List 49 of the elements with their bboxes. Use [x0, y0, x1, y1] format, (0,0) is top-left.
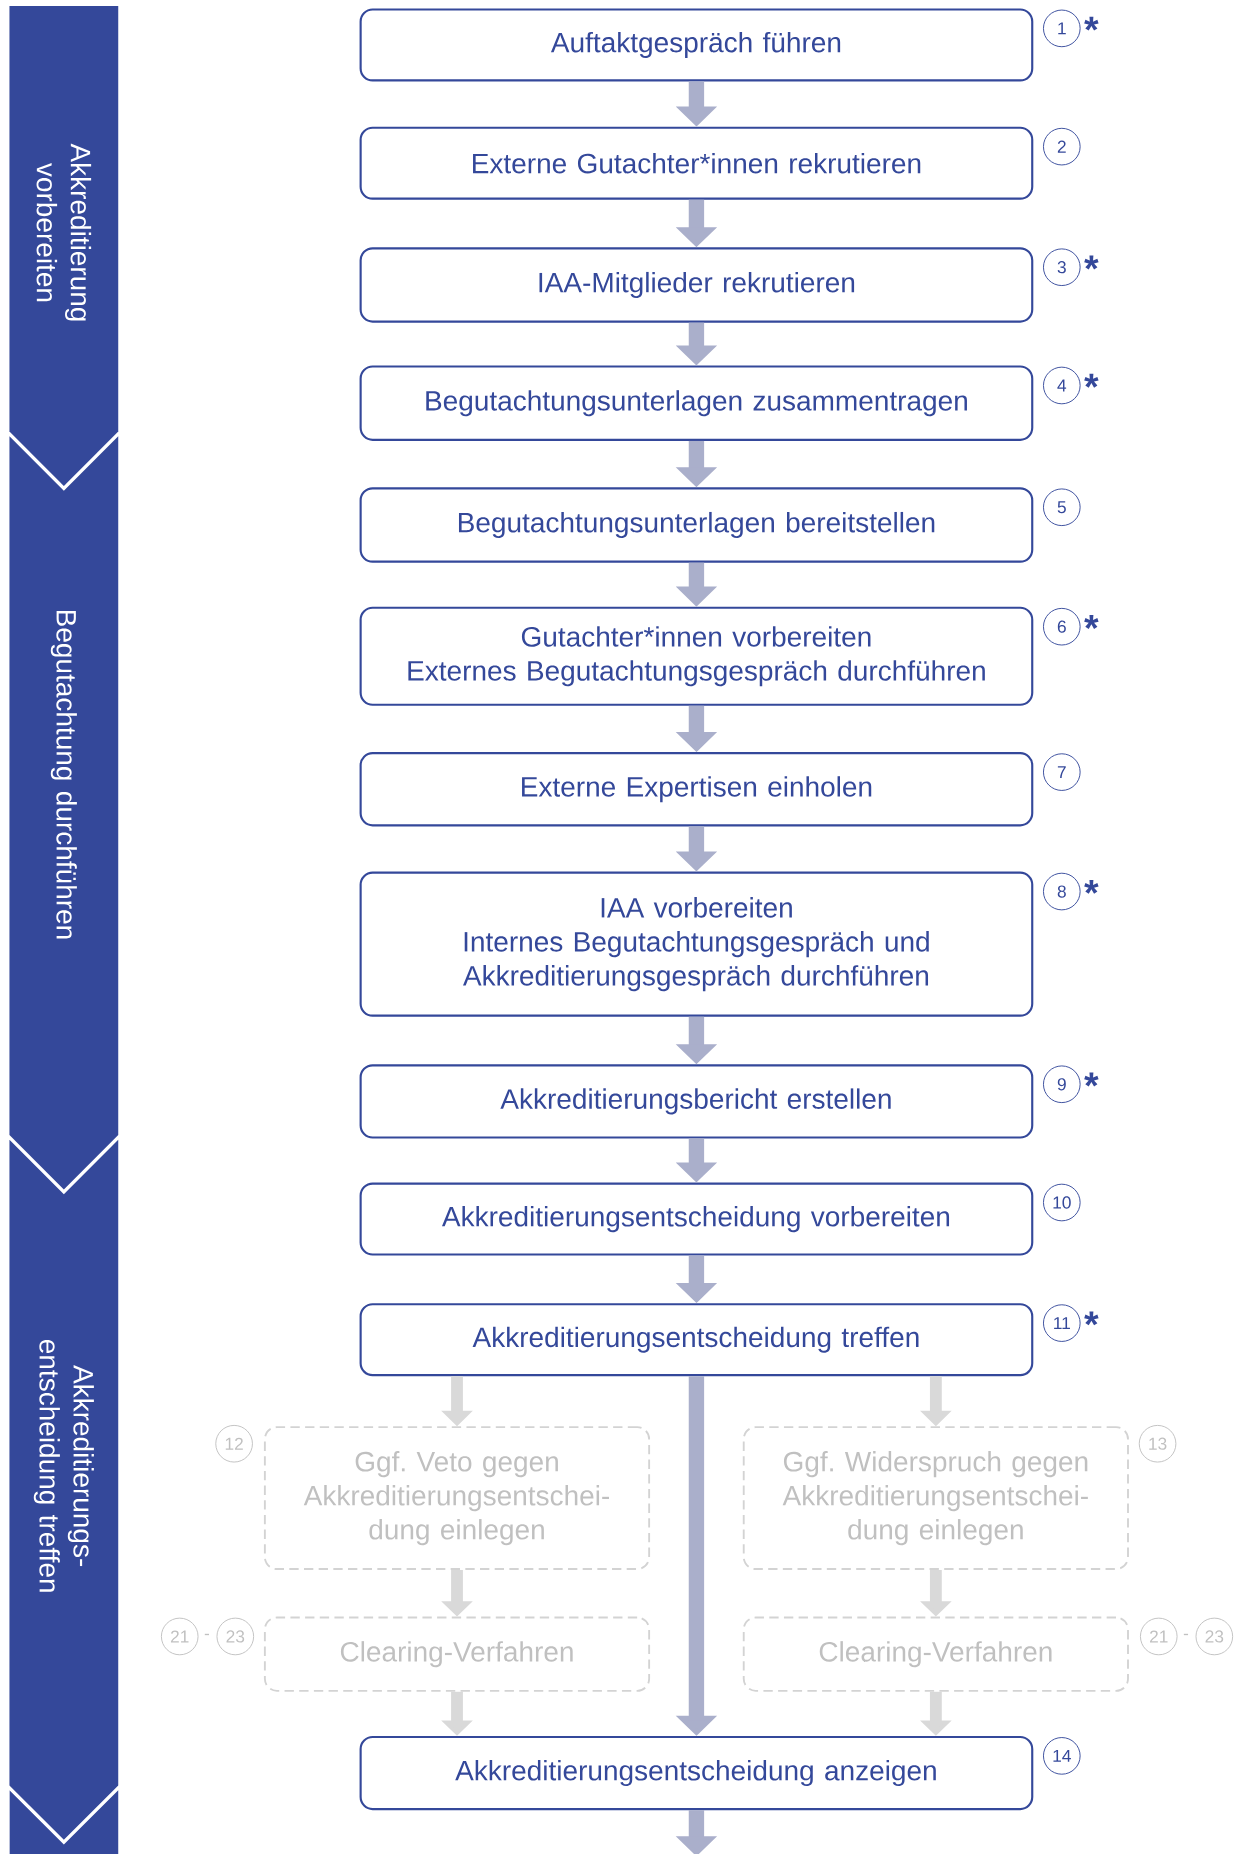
step-number: 4	[1042, 366, 1081, 405]
step-number: 21	[160, 1617, 199, 1656]
step-number: 2	[1042, 127, 1081, 166]
step-number: 8	[1042, 872, 1081, 911]
process-box: Gutachter*innen vorbereiten Externes Begutachtungsgespräch durchführen	[359, 606, 1034, 706]
optional-process-box: Clearing-Verfahren	[742, 1616, 1129, 1692]
process-box: IAA vorbereiten Internes Begutachtungsgespräch und Akkreditierungsgespräch durchführen	[359, 871, 1034, 1017]
node-label: Akkreditierungs- entscheidung treffen	[33, 1339, 94, 1592]
asterisk: *	[1084, 16, 1099, 31]
range-dash: -	[204, 1633, 209, 1636]
node-label: Akkreditierung vorbereiten	[36, 143, 92, 321]
step-number: 13	[1138, 1424, 1177, 1463]
step-number: 3	[1042, 248, 1081, 287]
phase-banner: Begutachtung durchführen	[9, 436, 119, 1190]
process-box: Akkreditierungsentscheidung anzeigen	[359, 1735, 1034, 1811]
step-number: 7	[1042, 753, 1081, 791]
step-number: 23	[1195, 1617, 1234, 1656]
process-box: Akkreditierungsentscheidung vorbereiten	[359, 1182, 1034, 1256]
step-number: 14	[1042, 1737, 1081, 1775]
process-box: Externe Gutachter*innen rekrutieren	[359, 126, 1034, 200]
step-number: 23	[216, 1617, 255, 1656]
process-box: Akkreditierungsbericht erstellen	[359, 1064, 1034, 1139]
asterisk: *	[1084, 373, 1099, 388]
process-box: Begutachtungsunterlagen zusammentragen	[359, 365, 1034, 441]
asterisk: *	[1084, 879, 1099, 894]
process-box: Begutachtungsunterlagen bereitstellen	[359, 487, 1034, 563]
range-dash: -	[1183, 1633, 1188, 1636]
optional-process-box: Ggf. Widerspruch gegen Akkreditierungsentschei- dung einlegen	[742, 1426, 1129, 1570]
step-number: 6	[1042, 607, 1081, 646]
node-label: Begutachtung durchführen	[50, 610, 77, 939]
process-box: Auftaktgespräch führen	[359, 8, 1034, 82]
asterisk: *	[1084, 1311, 1099, 1326]
step-number: 10	[1042, 1183, 1081, 1222]
step-number: 9	[1042, 1065, 1081, 1104]
step-number: 5	[1042, 488, 1081, 527]
asterisk: *	[1084, 255, 1099, 270]
process-box: Akkreditierungsentscheidung treffen	[359, 1303, 1034, 1377]
optional-process-box: Ggf. Veto gegen Akkreditierungsentschei- dung einlegen	[263, 1426, 650, 1570]
step-number: 11	[1042, 1304, 1081, 1342]
process-box: IAA-Mitglieder rekrutieren	[359, 247, 1034, 323]
step-number: 1	[1042, 9, 1081, 48]
phase-banner: Akkreditierungs- entscheidung treffen	[9, 1139, 119, 1854]
asterisk: *	[1084, 615, 1099, 629]
process-box: Externe Expertisen einholen	[359, 752, 1034, 827]
phase-banner: Akkreditierung vorbereiten	[9, 5, 119, 486]
asterisk: *	[1084, 1072, 1099, 1087]
step-number: 12	[215, 1424, 253, 1463]
step-number: 21	[1139, 1617, 1178, 1656]
optional-process-box: Clearing-Verfahren	[263, 1616, 650, 1692]
